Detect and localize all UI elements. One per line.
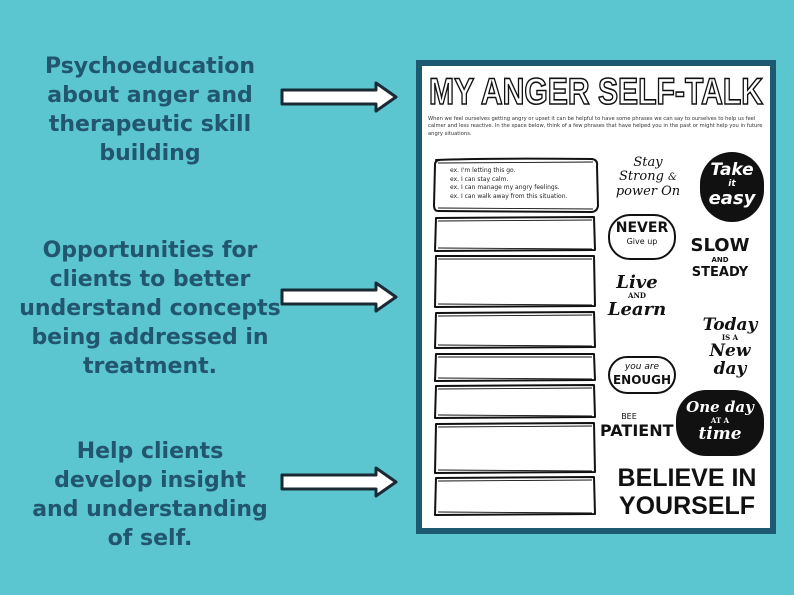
sticker-never-give-up: NEVER Give up (608, 214, 676, 260)
example-phrase: ex. I can stay calm. (450, 175, 509, 183)
caption-line: Psychoeducation (44, 54, 256, 79)
sticker-live-and-learn: Live AND Learn (607, 272, 667, 320)
caption-line: therapeutic skill (48, 112, 252, 137)
caption-insight: Help clients develop insight and underst… (0, 437, 300, 553)
caption-line: Help clients (76, 439, 224, 464)
write-in-box (434, 255, 596, 308)
write-in-box (434, 353, 596, 382)
write-in-box (434, 216, 596, 252)
worksheet-title: MY ANGER SELF-TALK (428, 70, 764, 112)
arrow-right-icon (280, 81, 398, 113)
caption-line: of self. (107, 526, 193, 551)
arrow-right-icon (280, 281, 398, 313)
caption-line: clients to better (49, 267, 251, 292)
caption-line: and understanding (32, 497, 268, 522)
caption-line: treatment. (82, 354, 218, 379)
caption-line: understand concepts (19, 296, 281, 321)
sticker-slow-and-steady: SLOW AND STEADY (690, 235, 750, 281)
sticker-bee-patient: BEE PATIENT (600, 412, 674, 440)
sticker-you-are-enough: you are ENOUGH (608, 356, 676, 394)
caption-line: being addressed in (31, 325, 269, 350)
caption-line: building (99, 141, 201, 166)
sticker-one-day-at-a-time: One day AT A time (676, 390, 764, 456)
sticker-take-it-easy: Take it easy (700, 152, 764, 222)
write-in-box (434, 384, 596, 419)
worksheet-page: MY ANGER SELF-TALK When we feel ourselve… (422, 66, 770, 528)
example-phrases: ex. I'm letting this go. ex. I can stay … (450, 167, 610, 201)
sticker-today-is-a-new-day: Today IS A New day (702, 315, 758, 379)
caption-opportunities: Opportunities for clients to better unde… (0, 236, 300, 381)
worksheet-frame: MY ANGER SELF-TALK When we feel ourselve… (416, 60, 776, 534)
caption-psychoeducation: Psychoeducation about anger and therapeu… (0, 52, 300, 168)
example-phrase: ex. I'm letting this go. (450, 167, 516, 174)
write-in-box (434, 422, 596, 474)
example-phrase: ex. I can walk away from this situation. (450, 192, 568, 200)
example-box (433, 157, 599, 213)
sticker-stay-strong: Stay Strong & power On (615, 155, 681, 199)
caption-line: about anger and (47, 83, 253, 108)
write-in-boxes (433, 157, 599, 516)
example-phrase: ex. I can manage my angry feelings. (450, 184, 560, 192)
write-in-box (434, 476, 596, 516)
worksheet-title-text: MY ANGER SELF-TALK (429, 71, 763, 112)
caption-line: Opportunities for (42, 238, 258, 263)
write-in-box (434, 311, 596, 349)
sticker-believe-in-yourself: BELIEVE IN YOURSELF (617, 464, 757, 520)
caption-line: develop insight (54, 468, 246, 493)
arrow-right-icon (280, 466, 398, 498)
worksheet-intro: When we feel ourselves getting angry or … (428, 116, 763, 137)
